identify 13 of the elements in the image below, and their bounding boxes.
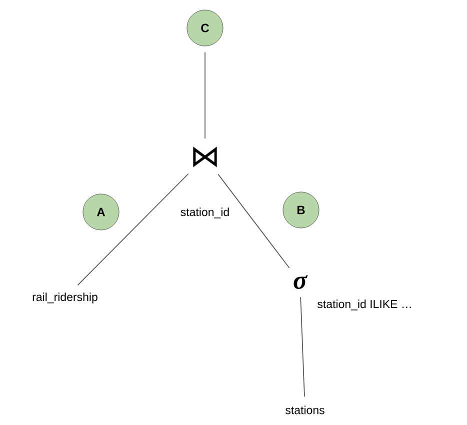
condition-label: station_id: [180, 208, 229, 218]
tree-edge: [204, 52, 206, 139]
table-name: stations: [286, 406, 324, 414]
step-badge: C: [186, 10, 224, 46]
step-badge: A: [82, 194, 120, 230]
step-badge: B: [282, 192, 320, 228]
tree-edge: [300, 296, 305, 397]
tree-edge: [77, 173, 189, 286]
selection-symbol: σ: [294, 275, 308, 289]
condition-label: station_id ILIKE …: [318, 300, 411, 310]
tree-edge: [218, 174, 290, 268]
table-name: rail_ridership: [32, 292, 98, 304]
join-symbol: ⋈: [193, 146, 217, 168]
